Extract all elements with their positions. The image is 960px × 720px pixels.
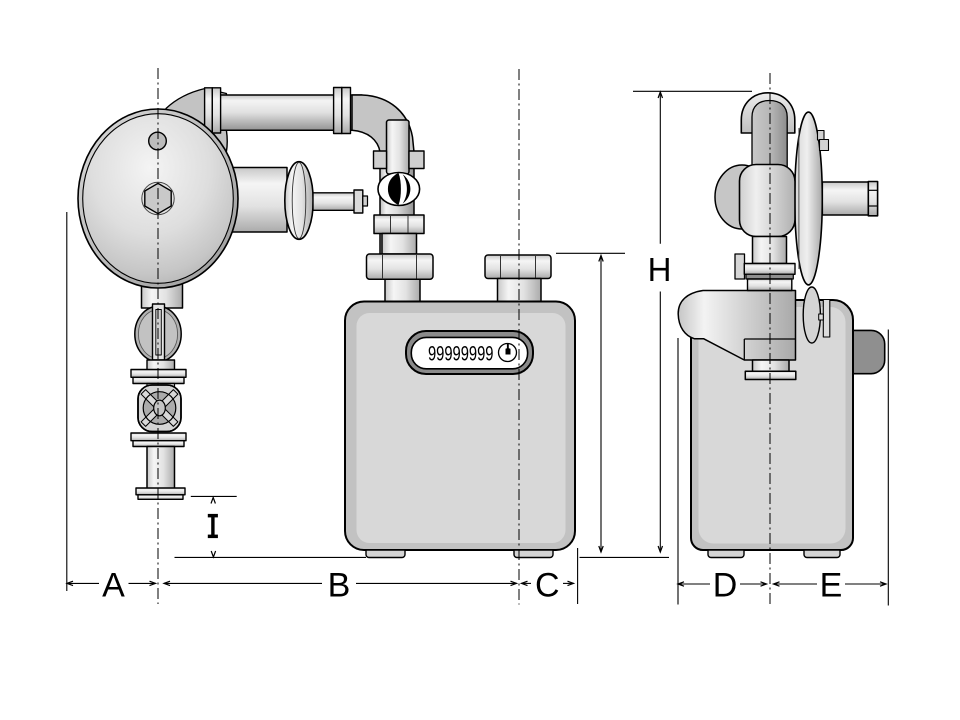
svg-text:E: E [820, 566, 843, 604]
svg-text:H: H [648, 251, 672, 288]
svg-text:A: A [102, 566, 125, 604]
svg-text:D: D [713, 566, 738, 604]
svg-text:B: B [328, 566, 351, 604]
svg-text:C: C [535, 566, 560, 604]
svg-text:99999999: 99999999 [428, 342, 494, 366]
